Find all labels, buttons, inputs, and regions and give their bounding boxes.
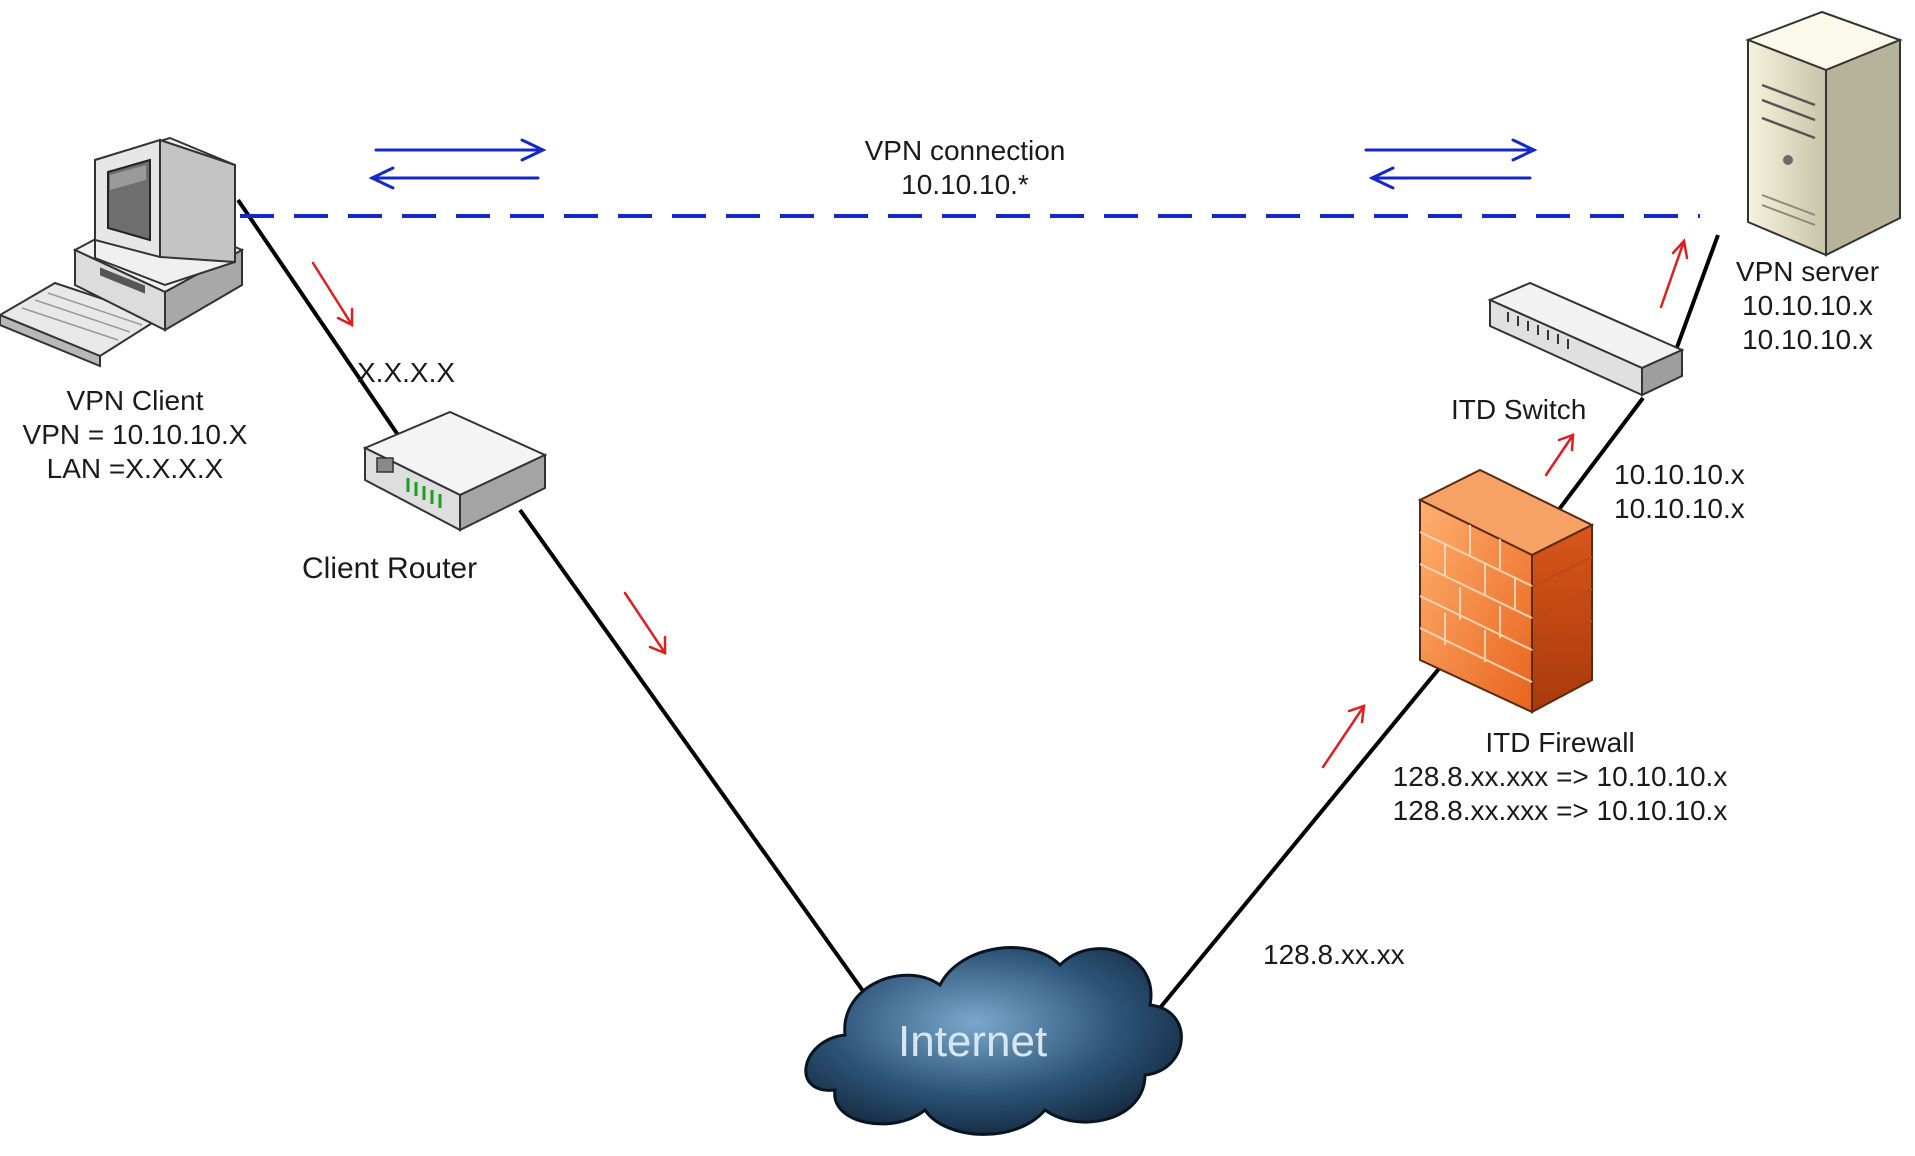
- vpn-connection-title: VPN connection: [864, 135, 1066, 166]
- traffic-arrow-1: [311, 261, 354, 328]
- vpn-connection-label: VPN connection 10.10.10.*: [800, 134, 1130, 202]
- switch-icon: [1487, 281, 1685, 397]
- firewall-nat-2: 128.8.xx.xxx => 10.10.10.x: [1392, 795, 1728, 826]
- computer-icon: [0, 136, 245, 368]
- client-name: VPN Client: [66, 385, 204, 416]
- firewall-icon: [1417, 468, 1595, 714]
- router-address: X.X.X.X: [357, 357, 456, 388]
- cloud-icon: [804, 946, 1183, 1136]
- vpn-arrows-left: [368, 138, 547, 190]
- router-name: Client Router: [302, 552, 478, 585]
- router-icon: [362, 410, 548, 532]
- client-label: VPN Client VPN = 10.10.10.X LAN =X.X.X.X: [0, 384, 270, 486]
- server-icon: [1745, 10, 1903, 257]
- firewall-inside-2: 10.10.10.x: [1614, 493, 1745, 524]
- firewall-inside-addresses: 10.10.10.x 10.10.10.x: [1614, 458, 1745, 526]
- firewall-label: ITD Firewall 128.8.xx.xxx => 10.10.10.x …: [1360, 726, 1760, 828]
- firewall-nat-1: 128.8.xx.xxx => 10.10.10.x: [1392, 761, 1728, 792]
- switch-name: ITD Switch: [1451, 394, 1587, 425]
- firewall-name: ITD Firewall: [1485, 727, 1635, 758]
- server-address-1: 10.10.10.x: [1742, 290, 1873, 321]
- client-lan-address: LAN =X.X.X.X: [46, 453, 224, 484]
- link-firewall-switch: [1543, 396, 1645, 530]
- traffic-arrow-2: [623, 591, 667, 655]
- traffic-arrow-3: [1321, 704, 1366, 769]
- traffic-arrow-5: [1659, 238, 1689, 309]
- server-address-2: 10.10.10.x: [1742, 324, 1873, 355]
- traffic-arrow-4: [1544, 433, 1575, 477]
- link-client-router: [236, 198, 400, 437]
- internet-label: Internet: [898, 1017, 1048, 1066]
- firewall-inside-1: 10.10.10.x: [1614, 459, 1745, 490]
- server-name: VPN server: [1735, 256, 1880, 287]
- internet-address: 128.8.xx.xx: [1263, 939, 1405, 970]
- vpn-subnet: 10.10.10.*: [901, 169, 1029, 200]
- link-router-internet: [518, 508, 870, 1000]
- vpn-arrows-right: [1364, 138, 1538, 190]
- server-label: VPN server 10.10.10.x 10.10.10.x: [1700, 255, 1915, 357]
- client-vpn-address: VPN = 10.10.10.X: [22, 419, 248, 450]
- traffic-arrows: [311, 238, 1689, 769]
